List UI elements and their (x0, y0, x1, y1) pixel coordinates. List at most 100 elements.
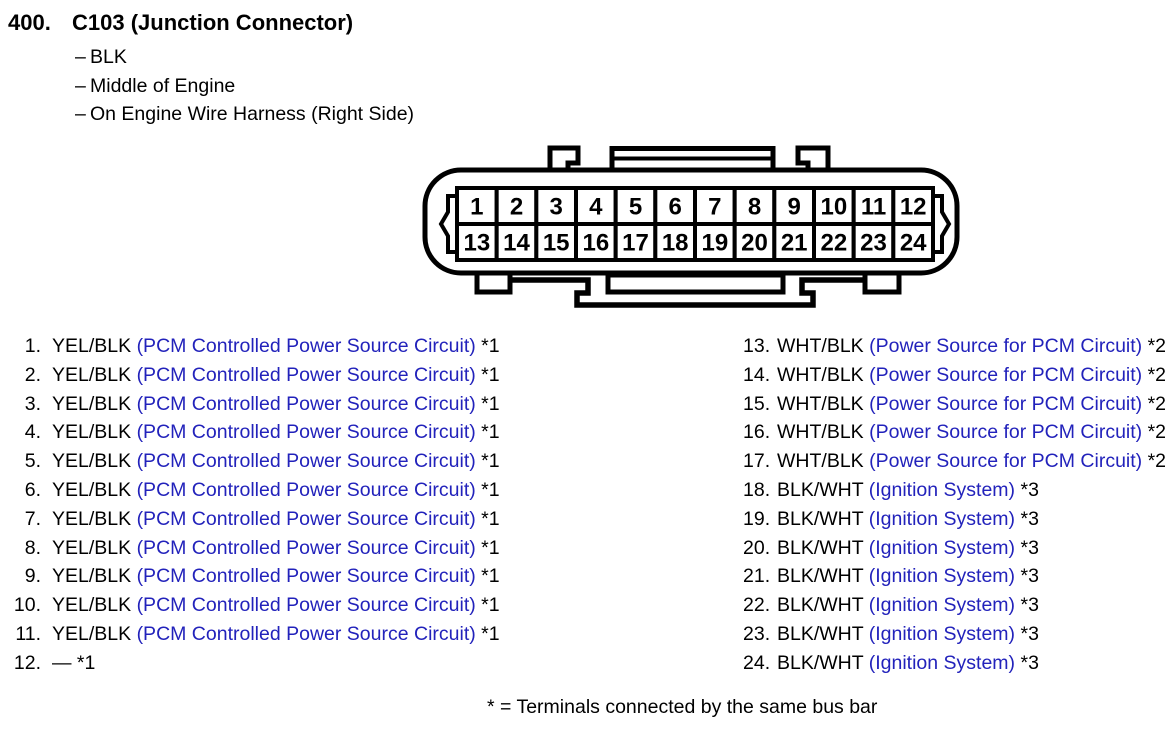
wire-color: BLK/WHT (777, 478, 864, 501)
pin-cell-12 (891, 186, 936, 226)
circuit-name: (PCM Controlled Power Source Circuit) (136, 478, 476, 501)
pin-number: 2 (510, 194, 523, 221)
pin-number: 18 (662, 230, 689, 257)
bus-bar-mark: *3 (1020, 594, 1039, 617)
wire-color: WHT/BLK (777, 363, 864, 386)
pin-list-number: 19. (743, 507, 771, 530)
pin-list-row: 13.WHT/BLK (Power Source for PCM Circuit… (743, 332, 1166, 361)
bus-bar-mark: *1 (481, 421, 500, 444)
pin-list-row: 20.BLK/WHT (Ignition System) *3 (743, 534, 1166, 563)
connector-title: C103 (Junction Connector) (72, 10, 354, 35)
circuit-name: (PCM Controlled Power Source Circuit) (136, 392, 476, 415)
wire-color: YEL/BLK (52, 450, 132, 473)
pin-list-row: 10.YEL/BLK (PCM Controlled Power Source … (8, 591, 500, 620)
pin-number: 24 (900, 230, 927, 257)
wire-color: YEL/BLK (52, 536, 132, 559)
pin-list-number: 11. (15, 622, 41, 645)
circuit-name: (Power Source for PCM Circuit) (869, 363, 1143, 386)
pin-list-number: 18. (743, 478, 771, 501)
pin-list-number: 1. (24, 335, 41, 357)
pin-list-number: 13. (743, 335, 771, 357)
pin-list-row: 19. BLK/WHT (Ignition System) *3 (743, 505, 1166, 534)
pin-list-row: 3.YEL/BLK (PCM Controlled Power Source C… (8, 390, 500, 419)
wire-color: BLK/WHT (777, 536, 864, 559)
wire-color: WHT/BLK (777, 450, 864, 473)
wire-color: YEL/BLK (52, 421, 132, 444)
wire-color: YEL/BLK (52, 507, 132, 530)
pin-list-number: 4. (24, 421, 41, 444)
pin-list-row: 5.YEL/BLK (PCM Controlled Power Source C… (8, 447, 500, 476)
pin-number: 19 (701, 230, 728, 257)
bus-bar-note: * = Terminals connected by the same bus … (487, 696, 878, 718)
pin-number: 17 (622, 230, 649, 257)
circuit-name: (PCM Controlled Power Source Circuit) (136, 335, 476, 357)
wire-color: BLK/WHT (777, 565, 864, 588)
bus-bar-mark: *1 (481, 335, 500, 357)
pin-cell-15 (534, 222, 579, 262)
pin-number: 16 (582, 230, 609, 257)
pin-number: 5 (629, 194, 642, 221)
circuit-name: (Ignition System) (868, 507, 1016, 530)
pin-list-row: 12.— *1 (8, 649, 500, 678)
circuit-name: (Power Source for PCM Circuit) (869, 335, 1143, 357)
bus-bar-mark: *3 (1020, 622, 1039, 645)
bus-bar-mark: *1 (481, 478, 500, 501)
pin-list-row: 8.YEL/BLK (PCM Controlled Power Source C… (8, 534, 500, 563)
pin-list-right: 13. WHT/BLK (Power Source for PCM Circuit… (743, 332, 1166, 678)
pin-number: 10 (820, 194, 847, 221)
pin-list-row: 16.WHT/BLK (Power Source for PCM Circuit… (743, 418, 1166, 447)
pin-number: 1 (470, 194, 483, 221)
connector-details: –BLK –Middle of Engine –On Engine Wire H… (75, 43, 414, 129)
pin-list-row: 7.YEL/BLK (PCM Controlled Power Source C… (8, 505, 500, 534)
pin-list-number: 2. (24, 363, 41, 386)
pin-number: 12 (900, 194, 927, 221)
pin-number: 9 (787, 194, 800, 221)
circuit-name: (Ignition System) (868, 651, 1016, 674)
wire-color: YEL/BLK (52, 335, 132, 357)
pin-number: 21 (781, 230, 808, 257)
bus-bar-mark: *2 (1147, 450, 1167, 473)
dash: – (75, 103, 86, 126)
pin-list-number: 10. (13, 594, 41, 617)
bus-bar-mark: *1 (76, 651, 96, 674)
dash: – (75, 74, 86, 97)
dash: – (75, 46, 86, 68)
bus-bar-mark: *2 (1147, 392, 1167, 415)
wire-color: YEL/BLK (52, 363, 132, 386)
circuit-name: (Ignition System) (868, 536, 1016, 559)
pin-cell-3 (534, 186, 579, 226)
pin-list-left: 1. YEL/BLK (PCM Controlled Power Source C… (8, 332, 500, 678)
pin-list-number: 14. (743, 363, 771, 386)
pin-number: 20 (741, 230, 768, 257)
item-number: 400. (8, 10, 51, 35)
circuit-name: (Ignition System) (868, 478, 1016, 501)
wire-color: WHT/BLK (777, 421, 864, 444)
pin-list-row: 17.WHT/BLK (Power Source for PCM Circuit… (743, 447, 1166, 476)
wire-color: WHT/BLK (777, 392, 864, 415)
wire-color: BLK/WHT (777, 507, 864, 530)
bus-bar-mark: *3 (1020, 478, 1039, 501)
circuit-name: (PCM Controlled Power Source Circuit) (136, 450, 476, 473)
pin-list-row: 6.YEL/BLK (PCM Controlled Power Source C… (8, 476, 500, 505)
bus-bar-mark: *1 (481, 392, 500, 415)
pin-cell-14 (494, 222, 539, 262)
bus-bar-mark: *1 (481, 450, 500, 473)
pin-list-row: 11.YEL/BLK (PCM Controlled Power Source … (8, 620, 499, 649)
bus-bar-mark: *1 (481, 507, 500, 530)
wire-color: YEL/BLK (52, 392, 132, 415)
bus-bar-mark: *3 (1020, 565, 1039, 588)
circuit-name: (PCM Controlled Power Source Circuit) (136, 622, 476, 645)
bus-bar-mark: *3 (1020, 507, 1039, 530)
pin-list-number: 6. (24, 478, 41, 501)
pin-list-number: 21. (743, 565, 771, 588)
bus-bar-mark: *3 (1020, 536, 1039, 559)
pin-list-row: 1. YEL/BLK (PCM Controlled Power Source C… (8, 332, 500, 361)
circuit-name: (PCM Controlled Power Source Circuit) (136, 536, 476, 559)
pin-list-number: 16. (743, 421, 771, 444)
detail-color: –BLK (75, 43, 414, 72)
detail-harness: –On Engine Wire Harness (Right Side) (75, 100, 414, 129)
circuit-name: (PCM Controlled Power Source Circuit) (136, 507, 476, 530)
